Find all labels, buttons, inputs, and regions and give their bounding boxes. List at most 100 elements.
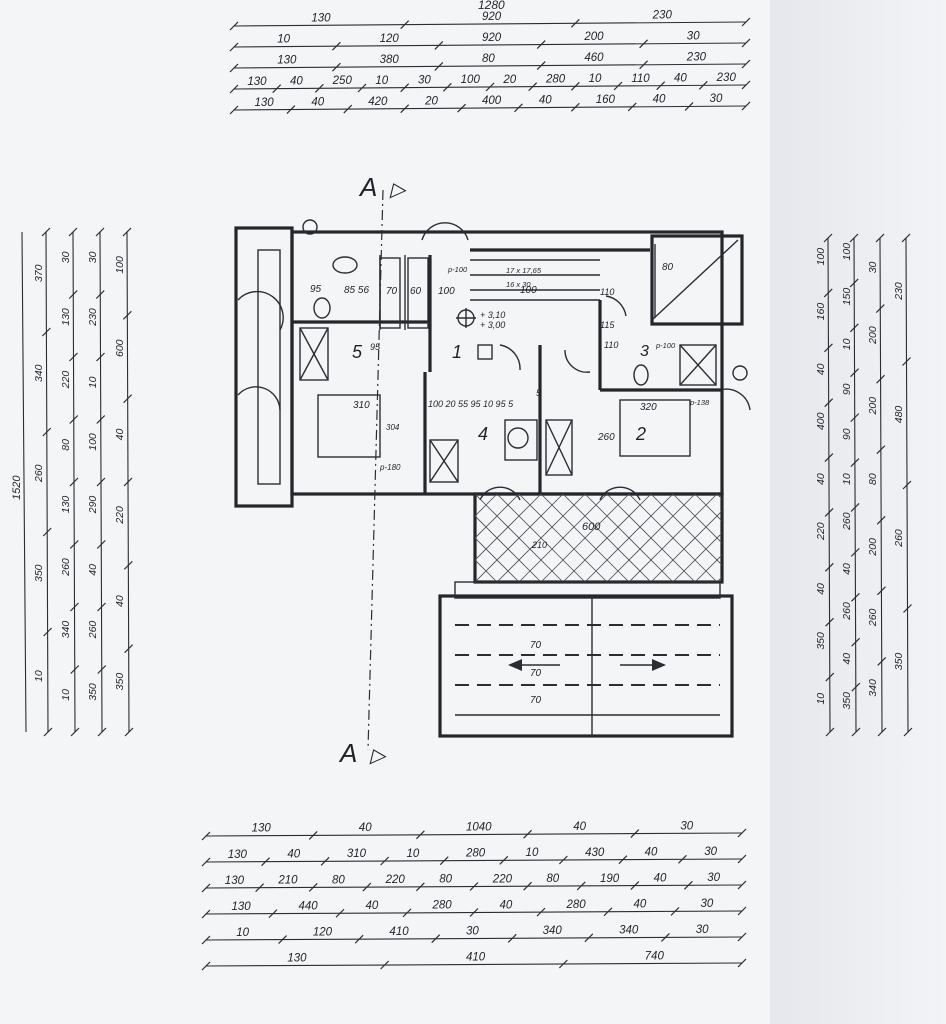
left-dim-c3-v0: 100	[114, 256, 126, 274]
right-dim-c1-v0: 100	[841, 243, 853, 261]
bottom-dim-r4-v4: 340	[543, 925, 563, 937]
rooftop-80-label: 80	[662, 262, 674, 273]
terrace-70b-label: 70	[530, 668, 542, 679]
left-dim-c2-v2: 10	[87, 376, 99, 388]
room-5-number: 5	[352, 342, 363, 362]
terrace-70c-label: 70	[530, 695, 542, 706]
bottom-dim-r4-v1: 120	[313, 926, 333, 938]
room2-bed-label: 320	[640, 402, 657, 413]
right-dim-c3-v1: 480	[893, 406, 905, 424]
room5-bed-label: 310	[353, 400, 370, 411]
left-dim-c1-v3: 80	[60, 439, 72, 451]
right-dim-c1-v6: 260	[841, 512, 853, 531]
paper-shadow	[770, 0, 946, 1024]
lower-terrace	[438, 581, 734, 738]
top-dim-r1-v0: 10	[277, 34, 290, 46]
room-2-number: 2	[635, 424, 646, 444]
bottom-dim-r2-v1: 210	[277, 875, 298, 887]
bottom-dim-r2-v9: 30	[707, 872, 720, 884]
room5-depth-label: 304	[386, 423, 400, 432]
top-dim-r4-v0: 130	[254, 97, 274, 109]
top-dim-r4-v4: 400	[482, 95, 502, 107]
right-dim-c2-v3: 80	[867, 473, 879, 485]
top-dim-r2-v4: 230	[686, 51, 707, 63]
sink-label: 60	[410, 286, 422, 297]
bottom-dim-r3-v6: 40	[634, 899, 647, 911]
right-dim-c0-v7: 350	[815, 632, 827, 650]
right-dim-c1-v3: 90	[841, 383, 853, 395]
fridge-label: 70	[386, 286, 398, 297]
hall-width-label: 100	[438, 286, 455, 297]
right-dim-c2-v6: 340	[867, 679, 879, 697]
terrace-width-label: 600	[582, 521, 601, 533]
top-dim-r4-v6: 160	[596, 94, 616, 106]
bath-door-label: p-100	[655, 341, 676, 350]
right-dim-c1-v9: 40	[841, 653, 853, 665]
top-dim-r3-v8: 10	[589, 73, 602, 85]
bottom-dim-r2-v0: 130	[225, 875, 245, 887]
top-dim-r1-v3: 200	[583, 31, 604, 43]
top-dim-r3-v11: 230	[716, 72, 737, 84]
top-dim-r1-v4: 30	[687, 30, 700, 42]
room2-door-label: p-138	[689, 398, 710, 407]
right-dim-c0-v5: 220	[815, 522, 827, 541]
kitchen-95-label: 95	[310, 284, 322, 295]
left-dim-c3-v4: 40	[114, 595, 126, 607]
right-dim-c1-v2: 10	[841, 338, 853, 350]
top-dim-r3-v4: 30	[418, 75, 431, 87]
bottom-dim-r4-v3: 30	[466, 926, 479, 938]
right-dim-c1-v4: 90	[841, 428, 853, 440]
section-arrow-top: ▷	[389, 179, 407, 201]
stair-treads	[470, 259, 600, 291]
stair-steps-label: 17 x 17,65	[506, 266, 542, 275]
top-dim-r3-v2: 250	[332, 75, 353, 87]
bottom-dim-r3-v1: 440	[299, 900, 319, 912]
right-dim-c1-v1: 150	[841, 288, 853, 306]
left-dim-c1-v4: 130	[60, 496, 72, 514]
left-balcony	[234, 226, 294, 508]
bottom-dim-r3-v7: 30	[701, 898, 714, 910]
right-dim-c0-v4: 40	[815, 473, 827, 485]
right-dim-c3-v3: 350	[893, 653, 905, 671]
level-lower: + 3,00	[480, 320, 505, 330]
top-dim-r2-v0: 130	[277, 55, 297, 67]
right-dim-c1-v10: 350	[841, 692, 853, 710]
bottom-dim-r1-v5: 10	[526, 847, 539, 859]
bottom-dim-r2-v5: 220	[492, 873, 513, 885]
left-dim-c1-v2: 220	[60, 371, 72, 390]
hall-dims-label: 100 20 55 95 10 95 5	[428, 399, 514, 409]
right-dim-c2-v4: 200	[867, 538, 879, 557]
top-dim-r1-v1: 120	[380, 33, 400, 45]
top-dim-r1-v2: 920	[482, 32, 502, 44]
bottom-dim-r3-v2: 40	[366, 900, 379, 912]
left-dim-c0-v1: 340	[33, 364, 45, 382]
terrace-210-label: 210	[531, 540, 547, 550]
top-dim-r0-v1: 920	[482, 11, 502, 23]
room3-115-label: 115	[600, 320, 615, 330]
top-dim-r4-v8: 30	[710, 93, 723, 105]
right-dim-c0-v0: 100	[815, 248, 827, 266]
right-dim-c0-v6: 40	[815, 583, 827, 595]
level-upper: + 3,10	[480, 310, 505, 320]
bottom-dim-r1-v1: 40	[287, 849, 300, 861]
right-dim-c1-v5: 10	[841, 473, 853, 485]
left-dim-c2-v6: 260	[87, 621, 99, 640]
room5-door-95-label: 95	[370, 342, 381, 352]
left-dimension-chains: 3703402603501030130220801302603401030230…	[11, 227, 134, 737]
bottom-dim-r5-v2: 740	[645, 951, 665, 963]
room4-height-label: 260	[597, 432, 615, 443]
top-dim-r2-v3: 460	[584, 52, 604, 64]
right-dim-c3-v2: 260	[893, 529, 905, 548]
bottom-dim-r2-v2: 80	[332, 874, 345, 886]
left-dim-c1-v6: 340	[60, 621, 72, 639]
left-dim-c3-v2: 40	[114, 428, 126, 440]
left-dim-c2-v5: 40	[87, 564, 99, 576]
bottom-dim-r5-v0: 130	[287, 953, 307, 965]
left-dim-c2-v4: 290	[87, 496, 99, 515]
top-dim-r3-v7: 280	[545, 74, 566, 86]
bottom-dim-r3-v4: 40	[500, 899, 513, 911]
top-dim-r0-v2: 230	[652, 10, 673, 22]
